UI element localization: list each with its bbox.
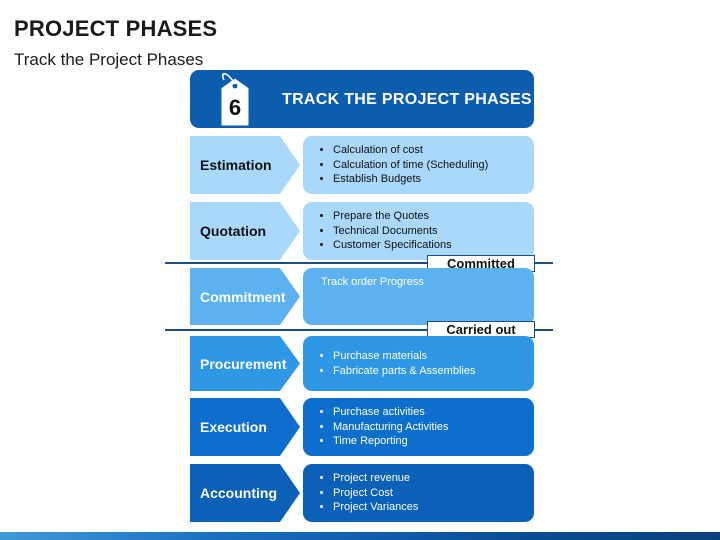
phase-arrow-procurement: Procurement: [190, 336, 300, 391]
phase-row-quotation: Quotation Prepare the Quotes Technical D…: [190, 202, 535, 260]
detail-item: Manufacturing Activities: [333, 420, 449, 435]
detail-item: Project Cost: [333, 486, 418, 501]
phase-row-commitment: Commitment Track order Progress: [190, 268, 535, 325]
footer-bar: [0, 532, 720, 540]
phase-arrow-estimation: Estimation: [190, 136, 300, 194]
phase-arrow-execution: Execution: [190, 398, 300, 456]
phase-detail-quotation: Prepare the Quotes Technical Documents C…: [303, 202, 534, 260]
header-title: TRACK THE PROJECT PHASES: [282, 91, 532, 108]
detail-item: Calculation of cost: [333, 143, 488, 158]
detail-item: Establish Budgets: [333, 172, 488, 187]
phase-label: Estimation: [200, 157, 272, 173]
tag-number: 6: [228, 95, 242, 120]
phase-detail-accounting: Project revenue Project Cost Project Var…: [303, 464, 534, 522]
detail-item: Purchase materials: [333, 349, 475, 364]
phase-label: Commitment: [200, 288, 286, 305]
phase-row-estimation: Estimation Calculation of cost Calculati…: [190, 136, 535, 194]
phase-label: Quotation: [200, 223, 267, 239]
tag-icon: [220, 72, 250, 127]
phase-detail-commitment: Track order Progress: [303, 268, 534, 325]
phase-arrow-commitment: Commitment: [190, 268, 300, 325]
phase-detail-procurement: Purchase materials Fabricate parts & Ass…: [303, 336, 534, 391]
carried-out-divider: [165, 329, 553, 331]
phase-detail-execution: Purchase activities Manufacturing Activi…: [303, 398, 534, 456]
detail-item: Project Variances: [333, 500, 418, 515]
page-subtitle: Track the Project Phases: [14, 50, 204, 69]
phase-label: Procurement: [200, 355, 287, 372]
phase-detail-estimation: Calculation of cost Calculation of time …: [303, 136, 534, 194]
detail-text: Track order Progress: [321, 275, 424, 288]
phase-label: Accounting: [200, 485, 277, 501]
detail-item: Time Reporting: [333, 434, 449, 449]
detail-item: Prepare the Quotes: [333, 209, 452, 224]
phase-arrow-accounting: Accounting: [190, 464, 300, 522]
phase-row-accounting: Accounting Project revenue Project Cost …: [190, 464, 535, 522]
detail-item: Calculation of time (Scheduling): [333, 158, 488, 173]
committed-divider: [165, 262, 553, 264]
detail-item: Fabricate parts & Assemblies: [333, 364, 475, 379]
page-title: PROJECT PHASES: [14, 16, 218, 41]
phase-row-execution: Execution Purchase activities Manufactur…: [190, 398, 535, 456]
detail-item: Customer Specifications: [333, 238, 452, 253]
phase-label: Execution: [200, 419, 267, 435]
detail-item: Purchase activities: [333, 405, 449, 420]
phase-row-procurement: Procurement Purchase materials Fabricate…: [190, 336, 535, 391]
detail-item: Technical Documents: [333, 224, 452, 239]
phase-arrow-quotation: Quotation: [190, 202, 300, 260]
detail-item: Project revenue: [333, 471, 418, 486]
